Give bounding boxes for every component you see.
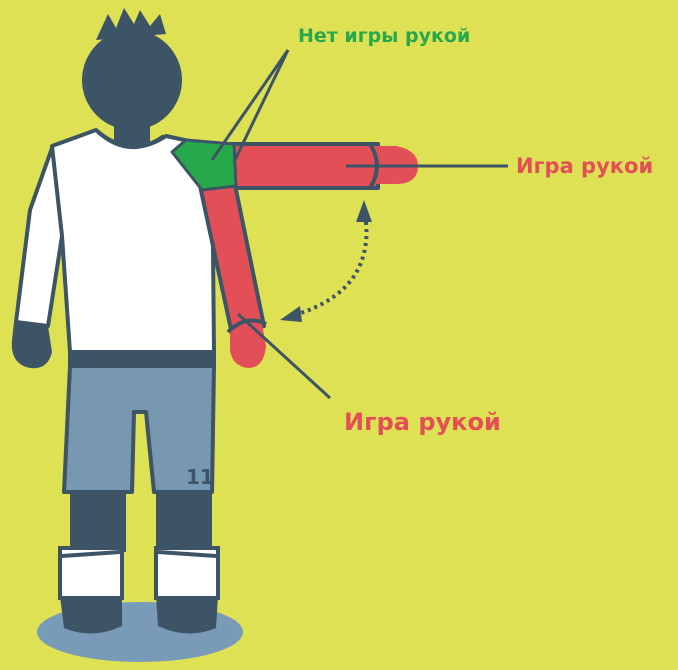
left-hand xyxy=(12,322,52,368)
label-handball-raised-arm: Игра рукой xyxy=(516,156,653,177)
label-no-handball: Нет игры рукой xyxy=(298,27,470,46)
motion-arc xyxy=(298,222,366,314)
arrowhead-left-icon xyxy=(280,306,302,322)
right-leg xyxy=(156,492,212,552)
right-boot xyxy=(156,596,218,634)
label-handball-lowered-arm: Игра рукой xyxy=(344,410,501,434)
arrowhead-up-icon xyxy=(356,200,372,222)
lowered-arm-hand xyxy=(230,324,266,368)
player-head xyxy=(82,30,182,130)
jersey-number: 11 xyxy=(186,465,214,489)
left-boot xyxy=(60,596,122,634)
left-leg xyxy=(70,492,126,552)
